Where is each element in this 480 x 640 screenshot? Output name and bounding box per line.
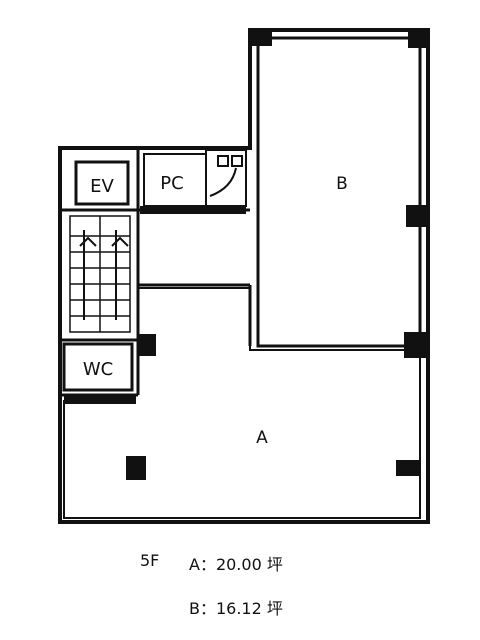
pc-sill <box>140 206 246 214</box>
wc-box <box>62 342 134 392</box>
room-label-a: A <box>256 428 268 448</box>
column <box>252 30 272 46</box>
column <box>126 456 146 480</box>
room-label-b: B <box>336 174 348 194</box>
column <box>406 205 428 227</box>
column <box>396 460 420 476</box>
room-label-ev: EV <box>90 176 114 197</box>
shaft-icon-2 <box>231 155 243 167</box>
outer-wall <box>58 28 430 524</box>
door-swing-icon <box>209 167 237 197</box>
stair-icon <box>69 215 131 333</box>
ev-box <box>74 160 130 206</box>
wc-sill <box>64 396 136 404</box>
utility-box <box>205 149 247 207</box>
column <box>138 334 156 356</box>
column <box>408 30 428 48</box>
core-wall <box>60 148 140 397</box>
columns <box>126 30 428 480</box>
unit-b-area: B：16.12 坪 <box>189 599 283 618</box>
column <box>404 332 428 358</box>
room-label-wc: WC <box>83 359 113 380</box>
floor-label: 5F <box>140 551 160 570</box>
corridor-wall <box>136 208 252 346</box>
shaft-icon <box>217 155 229 167</box>
unit-a-area: A：20.00 坪 <box>189 555 283 574</box>
room-label-pc: PC <box>160 173 183 194</box>
